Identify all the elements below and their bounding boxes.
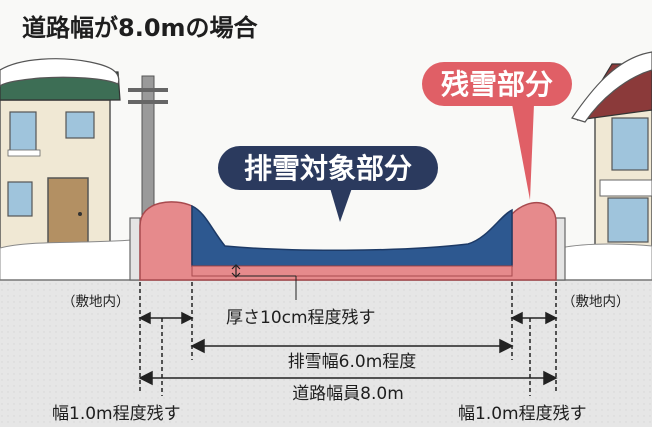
road-surface	[0, 280, 652, 427]
snow-removal-area	[191, 204, 513, 267]
right-house	[571, 51, 652, 266]
page-title: 道路幅が8.0mの場合	[22, 14, 259, 42]
road-width-label: 道路幅員8.0m	[292, 384, 404, 404]
target-bubble: 排雪対象部分	[218, 146, 438, 222]
left-ground-snow	[0, 239, 133, 281]
remaining-snow-label: 残雪部分	[441, 68, 553, 101]
removal-width-label: 排雪幅6.0m程度	[288, 352, 417, 372]
left-property-label: （敷地内）	[62, 294, 130, 310]
remaining-layer	[191, 265, 513, 277]
thickness-label: 厚さ10cm程度残す	[226, 308, 376, 328]
left-margin-label: 幅1.0m程度残す	[52, 404, 181, 424]
right-property-label: （敷地内）	[562, 294, 630, 310]
remaining-bubble: 残雪部分	[422, 62, 572, 200]
right-ground-snow	[559, 243, 652, 281]
snow-removal-target-label: 排雪対象部分	[244, 152, 412, 185]
dimension-lines	[138, 282, 558, 396]
right-margin-label: 幅1.0m程度残す	[458, 404, 587, 424]
left-curb	[129, 217, 141, 281]
left-house	[0, 58, 121, 261]
thickness-indicator	[231, 264, 297, 300]
